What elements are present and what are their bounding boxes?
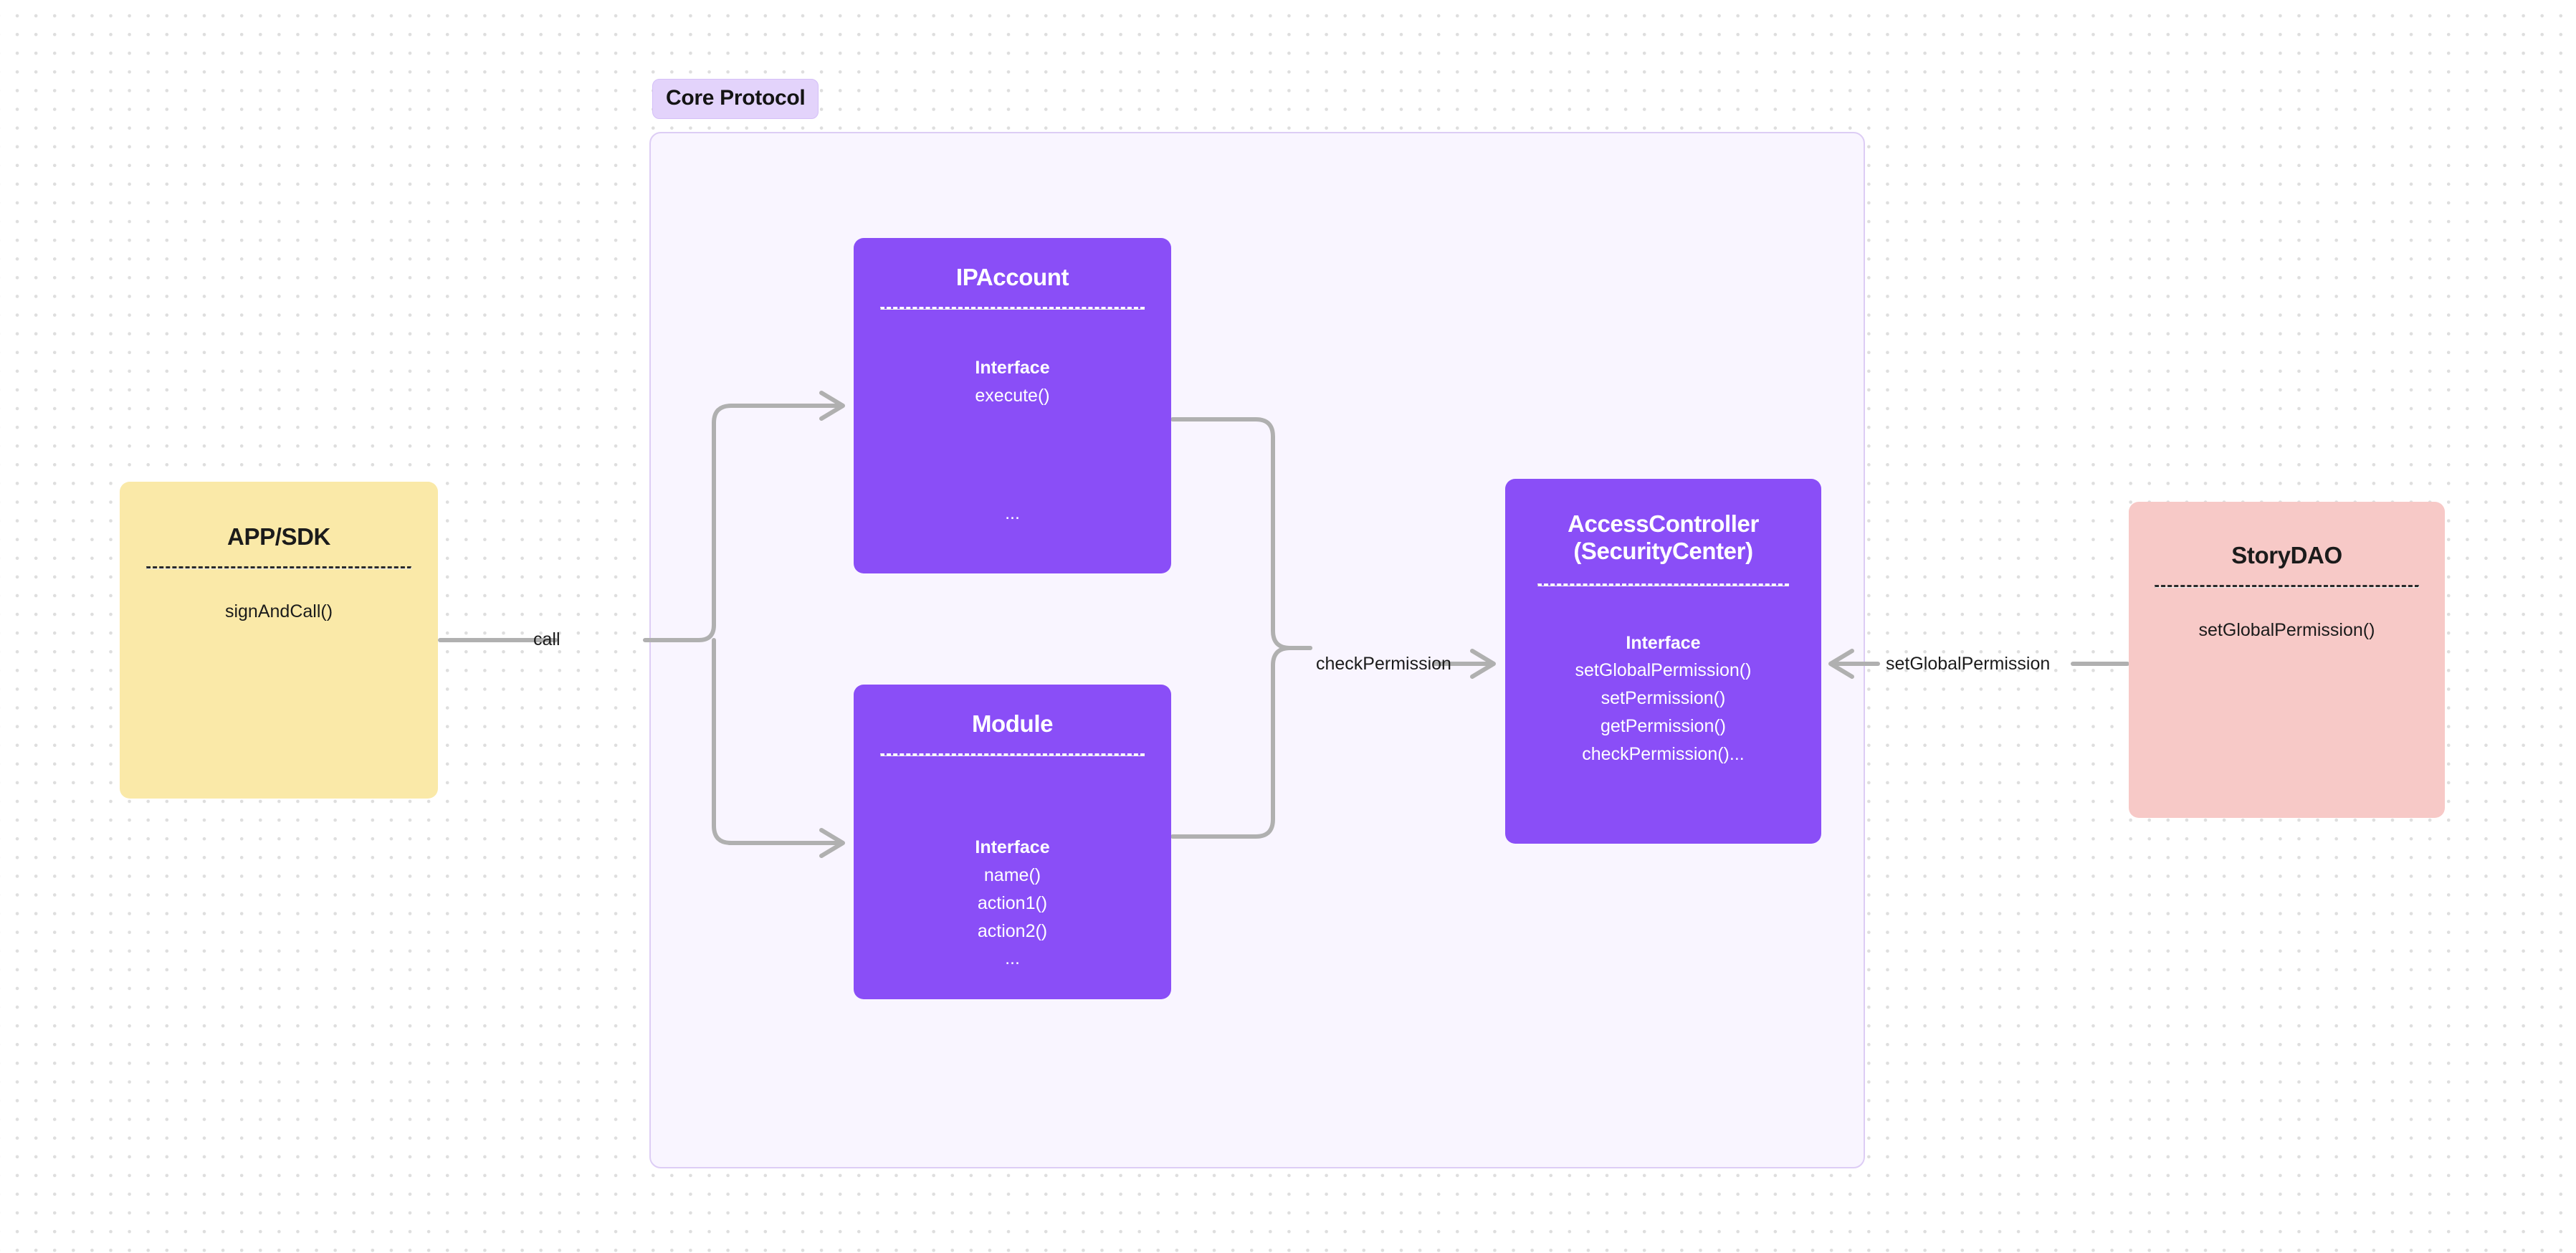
group-label-core-protocol[interactable]: Core Protocol <box>652 79 819 119</box>
node-module[interactable]: Module Interface name() action1() action… <box>854 685 1171 999</box>
node-method: action2() <box>977 920 1048 941</box>
node-method: setGlobalPermission() <box>2198 620 2375 641</box>
node-method: getPermission() <box>1600 715 1727 736</box>
node-ipaccount[interactable]: IPAccount Interface execute() ... <box>854 238 1171 573</box>
node-ellipsis: ... <box>1005 502 1020 523</box>
node-interface-heading: Interface <box>1626 632 1701 653</box>
node-body: Interface execute() ... <box>975 354 1049 527</box>
node-divider <box>2155 585 2419 589</box>
node-divider <box>879 307 1145 310</box>
node-method: execute() <box>975 386 1050 406</box>
edge-label-check-permission: checkPermission <box>1316 654 1451 674</box>
node-body: signAndCall() <box>225 598 333 626</box>
edge-label-set-global-permission: setGlobalPermission <box>1886 654 2051 674</box>
node-app-sdk[interactable]: APP/SDK signAndCall() <box>120 482 438 799</box>
node-access-controller[interactable]: AccessController (SecurityCenter) Interf… <box>1505 479 1821 844</box>
node-divider <box>146 566 412 570</box>
node-body: setGlobalPermission() <box>2199 616 2375 644</box>
node-story-dao[interactable]: StoryDAO setGlobalPermission() <box>2129 502 2445 818</box>
node-title: AccessController (SecurityCenter) <box>1568 510 1759 566</box>
node-title-line-1: AccessController <box>1568 510 1759 537</box>
node-method: signAndCall() <box>224 601 333 622</box>
node-method: checkPermission()... <box>1582 743 1745 764</box>
node-title: StoryDAO <box>2231 542 2342 568</box>
node-title: IPAccount <box>955 264 1069 290</box>
node-title: APP/SDK <box>227 523 330 550</box>
node-method: setPermission() <box>1601 688 1726 709</box>
node-interface-heading: Interface <box>975 837 1050 858</box>
edge-label-call: call <box>533 629 560 649</box>
node-divider <box>879 753 1145 757</box>
node-body: Interface setGlobalPermission() setPermi… <box>1575 629 1752 768</box>
node-interface-heading: Interface <box>975 358 1050 378</box>
node-method: setGlobalPermission() <box>1575 660 1752 681</box>
node-title-line-2: (SecurityCenter) <box>1573 538 1753 565</box>
node-method: action1() <box>977 892 1048 913</box>
node-title: Module <box>971 710 1054 737</box>
node-divider <box>1537 583 1789 586</box>
node-method: name() <box>983 865 1041 886</box>
node-body: Interface name() action1() action2() ... <box>975 834 1049 973</box>
node-ellipsis: ... <box>1005 948 1020 969</box>
